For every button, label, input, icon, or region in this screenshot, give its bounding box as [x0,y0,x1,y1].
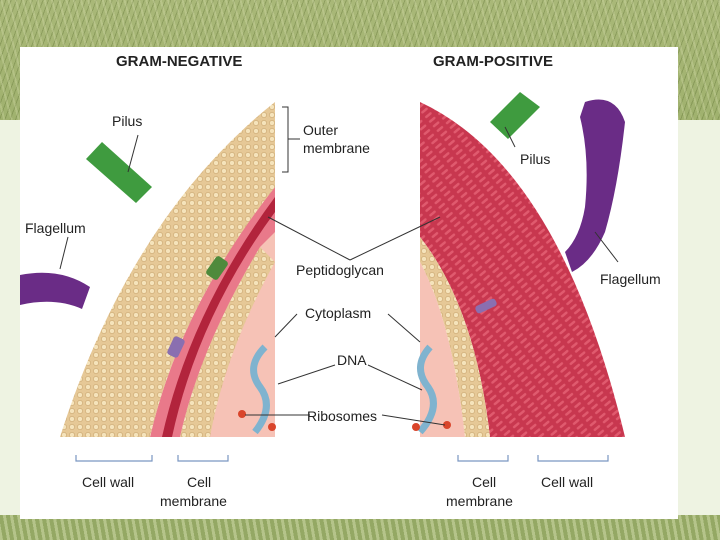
cell-wall-right-label: Cell wall [541,474,593,490]
dna-right [417,344,437,435]
ribosome-left-1 [238,410,246,418]
ribosome-right-2 [443,421,451,429]
flagellum-left [20,272,90,309]
dna-label: DNA [337,352,367,368]
membrane-protein-left-2 [167,336,185,358]
ribosomes-label: Ribosomes [307,408,377,424]
cell-wall-left-label: Cell wall [82,474,134,490]
gram-negative-cell [60,102,275,437]
outer-membrane-left [60,102,275,437]
slide-bottom-strip [0,515,720,540]
cell-membrane-right-label-line1: Cell [472,474,496,490]
cytoplasm-label: Cytoplasm [305,305,371,321]
gram-negative-header: GRAM-NEGATIVE [116,53,242,70]
gram-positive-header: GRAM-POSITIVE [433,53,553,70]
membrane-protein-left-1 [206,256,228,280]
peptidoglycan-layer-right [420,102,625,437]
outer-membrane-label-line1: Outer [303,122,338,138]
ribosome-left-2 [268,423,276,431]
bottom-brackets [75,455,609,462]
cell-wall-diagram: GRAM-NEGATIVE GRAM-POSITIVE Pilus Outer … [20,53,661,509]
peptidoglycan-layer-left [162,197,275,437]
flagellum-right [565,99,625,272]
cell-membrane-right-label-line2: membrane [446,493,513,509]
cell-membrane-left-label-line1: Cell [187,474,211,490]
leader-lines [59,106,619,426]
peptidoglycan-label: Peptidoglycan [296,262,384,278]
pilus-right-label: Pilus [520,151,550,167]
flagellum-left-label: Flagellum [25,220,86,236]
cell-membrane-left [180,247,275,437]
cell-membrane-left-label-line2: membrane [160,493,227,509]
pilus-left-label: Pilus [112,113,142,129]
cell-membrane-right [420,237,490,437]
outer-membrane-label-line2: membrane [303,140,370,156]
membrane-protein-right [475,298,497,314]
flagellum-right-label: Flagellum [600,271,661,287]
bacteria-cell-wall-figure: GRAM-NEGATIVE GRAM-POSITIVE Pilus Outer … [20,47,678,519]
pilus-left [86,142,152,203]
pilus-right [490,92,540,139]
ribosome-right-1 [412,423,420,431]
dna-left [250,344,270,435]
